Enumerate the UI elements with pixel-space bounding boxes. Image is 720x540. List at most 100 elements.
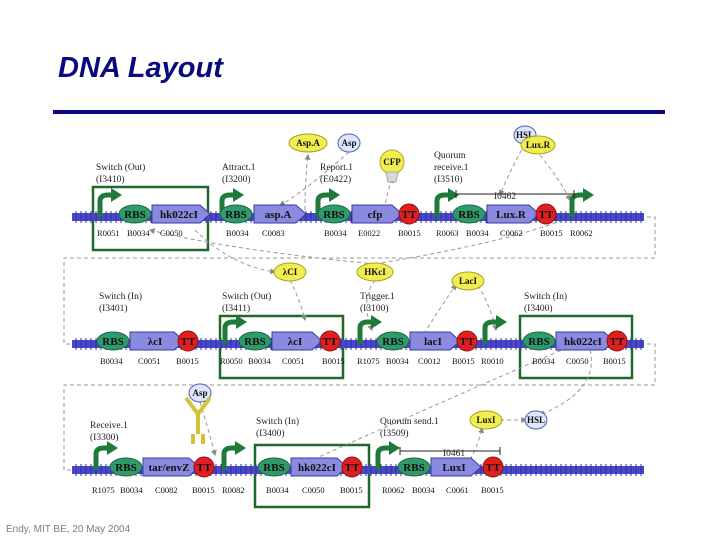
promoter-arrow-icon [93,441,118,470]
promoter-head [236,315,247,329]
module-label: Trigger.1 [360,292,395,302]
gene-label: tar/envZ [149,462,190,474]
protein-blob: Asp [188,383,212,403]
rbs-ellipse [397,457,431,477]
terminator-icon [341,456,363,478]
terminator-label: TT [486,462,501,474]
promoter-head [583,188,594,202]
rbs-ellipse [118,204,152,224]
part-id: B0015 [540,228,563,238]
part-id: R1075 [357,356,380,366]
module-label: Switch (In) [256,416,299,427]
terminator-icon [177,330,199,352]
rbs-label: RBS [263,462,284,474]
part-id: B0015 [176,356,199,366]
gene-label: hk022cI [564,336,602,348]
rbs-label: RBS [225,209,246,221]
rbs-label: RBS [115,462,136,474]
part-id: C0062 [500,228,523,238]
part-id: C0050 [566,356,589,366]
rbs-ellipse [96,331,130,351]
part-id: C0012 [418,356,441,366]
protein-ellipse [288,133,328,153]
module-label: (I3509) [380,428,409,439]
rbs-ellipse [238,331,272,351]
gene-arrow [271,331,323,351]
part-id: R0062 [570,228,593,238]
gene-label: lacI [424,336,442,348]
rbs-ellipse [109,457,143,477]
protein-blob: HSL [524,410,548,430]
part-id: B0034 [226,228,249,238]
part-id: B0034 [386,356,409,366]
module-label: (I3300) [90,432,119,443]
part-id: B0034 [266,485,289,495]
promoter-arrow-icon [357,315,382,344]
module-label: I0461 [443,449,465,459]
module-label: I0462 [494,192,516,202]
promoter-arrow-icon [375,441,400,470]
protein-label: Asp [192,388,207,398]
module-label: (E0422) [320,174,351,185]
rbs-ellipse [257,457,291,477]
gene-label: cfp [368,209,383,221]
terminator-icon [398,203,420,225]
rbs-label: RBS [124,209,145,221]
protein-label: Asp.A [296,138,320,148]
page-title: DNA Layout [58,52,223,84]
protein-blob: HKcI [356,262,394,282]
gene-arrow [290,457,348,477]
rbs-ellipse [219,204,253,224]
protein-label: Asp [341,138,356,148]
part-id: B0015 [340,485,363,495]
part-id: B0034 [532,356,555,366]
terminator-label: TT [402,209,417,221]
gene-label: hk022cI [298,462,336,474]
module-box-switch-in-bottom [253,443,371,509]
part-id: B0015 [481,485,504,495]
part-id: R1075 [92,485,115,495]
footer-credit: Endy, MIT BE, 20 May 2004 [6,524,131,535]
part-id: B0034 [100,356,123,366]
module-label: Switch (In) [99,291,142,302]
rbs-label: RBS [528,336,549,348]
gene-arrow [253,204,307,224]
promoter-stem [315,192,330,217]
protein-label: LuxI [476,415,496,425]
promoter-arrow-icon [482,315,507,344]
promoter-stem [222,319,237,344]
part-id: E0022 [358,228,380,238]
terminator-icon [319,330,341,352]
part-id: B0015 [398,228,421,238]
gene-arrow [409,331,461,351]
promoter-arrow-icon [315,188,340,217]
protein-blob: Lux.R [520,135,556,155]
rbs-ellipse [522,331,556,351]
terminator-label: TT [610,336,625,348]
part-id: R0082 [222,485,245,495]
promoter-stem [219,192,234,217]
rbs-label: RBS [102,336,123,348]
promoter-head [107,441,118,455]
module-label: (I3510) [434,174,463,185]
part-id: C0082 [155,485,178,495]
module-label: (I3411) [222,303,250,314]
composite-bracket [455,190,575,198]
module-label: Receive.1 [90,421,128,431]
cfp-label: CFP [383,157,401,167]
promoter-head [233,188,244,202]
part-id: B0034 [248,356,271,366]
rbs-ellipse [452,204,486,224]
promoter-arrow-icon [97,188,122,217]
terminator-label: TT [197,462,212,474]
module-label: Attract.1 [222,163,256,173]
protein-blob: Asp [337,133,361,153]
protein-ellipse [451,271,485,291]
protein-ellipse [469,410,503,430]
part-id: B0015 [603,356,626,366]
promoter-stem [375,445,390,470]
title-underline [53,110,665,114]
part-id: B0034 [127,228,150,238]
part-id: C0050 [302,485,325,495]
